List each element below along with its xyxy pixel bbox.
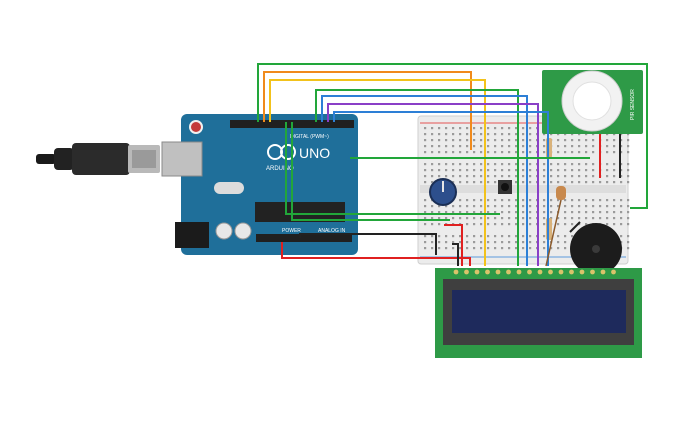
power-analog-header xyxy=(256,234,352,242)
lcd-pin xyxy=(527,269,532,275)
digital-header-label: DIGITAL (PWM~) xyxy=(290,134,329,140)
lcd-pin xyxy=(590,269,595,275)
pir-sensor: PIR SENSOR xyxy=(542,70,643,134)
wires xyxy=(257,63,648,267)
analog-header-label: ANALOG IN xyxy=(318,228,346,234)
uno-logo-text: UNO xyxy=(299,145,330,161)
arduino-brand-text: ARDUINO xyxy=(266,166,294,172)
crystal-oscillator xyxy=(214,182,244,194)
power-jack xyxy=(175,222,209,248)
piezo-buzzer xyxy=(570,223,622,275)
lcd-pin xyxy=(558,269,564,275)
lcd-pin xyxy=(537,269,543,275)
usb-cable xyxy=(36,143,160,175)
wire-green-pir xyxy=(257,63,648,209)
wire-brown-ldr xyxy=(545,199,562,267)
wire-purple xyxy=(327,103,539,266)
reset-button xyxy=(189,120,203,134)
wire-blue xyxy=(321,95,528,266)
lcd-pin xyxy=(474,269,480,275)
lcd-pin xyxy=(600,269,606,275)
wire-black-buzzer xyxy=(569,221,581,233)
lcd-16x2 xyxy=(435,268,642,358)
wire-green-lcd xyxy=(315,89,519,266)
lcd-pin xyxy=(495,269,501,275)
wire-black-gnd xyxy=(299,233,437,255)
power-header-label: POWER xyxy=(282,228,301,234)
arduino-logo xyxy=(267,144,296,160)
wire-red-5v xyxy=(281,242,471,266)
lcd-pin-header xyxy=(453,269,616,275)
potentiometer xyxy=(429,178,457,206)
lcd-screen xyxy=(452,290,626,333)
lcd-pin xyxy=(611,269,616,275)
ldr-photoresistor xyxy=(556,186,566,200)
wire-red-bb xyxy=(444,224,463,266)
lcd-pin xyxy=(453,269,459,275)
lcd-pin xyxy=(464,269,469,275)
lcd-pin xyxy=(548,269,553,275)
wire-green-button-2 xyxy=(291,122,450,221)
pir-sensor-label: PIR SENSOR xyxy=(630,89,636,120)
push-button xyxy=(498,180,512,194)
wire-yellow xyxy=(269,79,486,266)
lcd-pin xyxy=(485,269,490,275)
wire-blue-2 xyxy=(333,111,549,266)
wire-black-bb xyxy=(452,243,459,266)
lcd-pin xyxy=(569,269,574,275)
usb-port xyxy=(161,141,203,177)
atmega-chip xyxy=(255,202,345,222)
lcd-pin xyxy=(579,269,585,275)
lcd-pin xyxy=(506,269,511,275)
wire-green-button xyxy=(285,122,500,215)
lcd-pin xyxy=(516,269,522,275)
